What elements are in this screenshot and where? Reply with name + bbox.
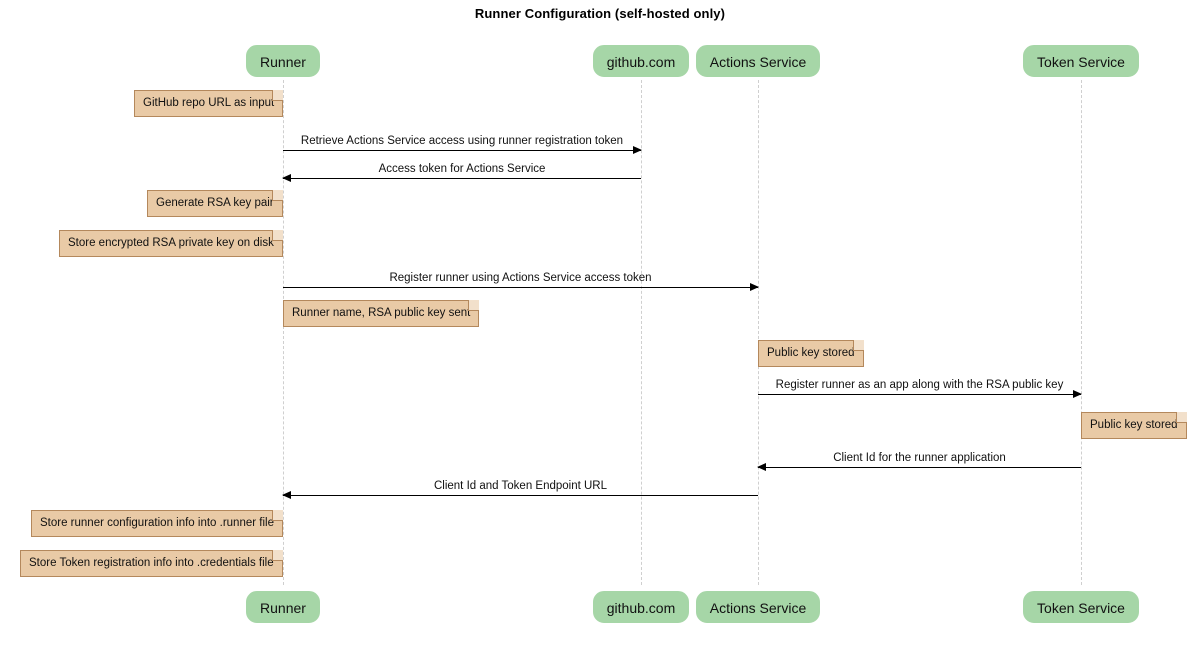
note-text: Store runner configuration info into .ru… bbox=[40, 517, 274, 529]
participant-runner[interactable]: Runner bbox=[246, 591, 320, 623]
note: Public key stored bbox=[1081, 412, 1187, 439]
note-fold-corner-icon bbox=[272, 550, 283, 561]
message-arrow: Retrieve Actions Service access using ru… bbox=[283, 135, 642, 154]
note: Store runner configuration info into .ru… bbox=[31, 510, 283, 537]
message-arrow: Client Id and Token Endpoint URL bbox=[282, 480, 758, 499]
note-text: Store encrypted RSA private key on disk bbox=[68, 237, 274, 249]
arrow-head-icon bbox=[750, 283, 759, 291]
note-text: Generate RSA key pair bbox=[156, 197, 274, 209]
arrow-head-icon bbox=[757, 463, 766, 471]
message-arrow: Register runner using Actions Service ac… bbox=[283, 272, 759, 291]
arrow-head-icon bbox=[282, 491, 291, 499]
arrow-head-icon bbox=[282, 174, 291, 182]
message-arrow: Register runner as an app along with the… bbox=[758, 379, 1082, 398]
message-label: Client Id and Token Endpoint URL bbox=[433, 480, 608, 492]
note-text: GitHub repo URL as input bbox=[143, 97, 275, 109]
message-label: Retrieve Actions Service access using ru… bbox=[300, 135, 624, 147]
note: Generate RSA key pair bbox=[147, 190, 283, 217]
participant-token[interactable]: Token Service bbox=[1023, 45, 1139, 77]
note-fold-corner-icon bbox=[853, 340, 864, 351]
note-fold-corner-icon bbox=[272, 190, 283, 201]
lifeline-github bbox=[641, 80, 642, 585]
note-text: Store Token registration info into .cred… bbox=[29, 557, 274, 569]
message-arrow: Access token for Actions Service bbox=[282, 163, 641, 182]
note: Store Token registration info into .cred… bbox=[20, 550, 283, 577]
note-text: Public key stored bbox=[767, 347, 855, 359]
note: Store encrypted RSA private key on disk bbox=[59, 230, 283, 257]
note-text: Public key stored bbox=[1090, 419, 1178, 431]
message-arrow: Client Id for the runner application bbox=[757, 452, 1081, 471]
participant-runner[interactable]: Runner bbox=[246, 45, 320, 77]
lifeline-runner bbox=[283, 80, 284, 585]
message-label: Register runner using Actions Service ac… bbox=[389, 272, 652, 284]
message-label: Access token for Actions Service bbox=[378, 163, 546, 175]
note-fold-corner-icon bbox=[272, 90, 283, 101]
arrow-head-icon bbox=[1073, 390, 1082, 398]
message-label: Client Id for the runner application bbox=[833, 452, 1006, 464]
note-fold-corner-icon bbox=[1176, 412, 1187, 423]
lifeline-token bbox=[1081, 80, 1082, 585]
participant-actions[interactable]: Actions Service bbox=[696, 591, 820, 623]
note-fold-corner-icon bbox=[272, 230, 283, 241]
note: Runner name, RSA public key sent bbox=[283, 300, 479, 327]
lifeline-actions bbox=[758, 80, 759, 585]
note-text: Runner name, RSA public key sent bbox=[292, 307, 471, 319]
participant-actions[interactable]: Actions Service bbox=[696, 45, 820, 77]
note-fold-corner-icon bbox=[272, 510, 283, 521]
message-label: Register runner as an app along with the… bbox=[775, 379, 1064, 391]
diagram-title: Runner Configuration (self-hosted only) bbox=[474, 6, 726, 21]
note: Public key stored bbox=[758, 340, 864, 367]
arrow-head-icon bbox=[633, 146, 642, 154]
participant-github[interactable]: github.com bbox=[593, 45, 689, 77]
note-fold-corner-icon bbox=[468, 300, 479, 311]
participant-token[interactable]: Token Service bbox=[1023, 591, 1139, 623]
note: GitHub repo URL as input bbox=[134, 90, 283, 117]
participant-github[interactable]: github.com bbox=[593, 591, 689, 623]
